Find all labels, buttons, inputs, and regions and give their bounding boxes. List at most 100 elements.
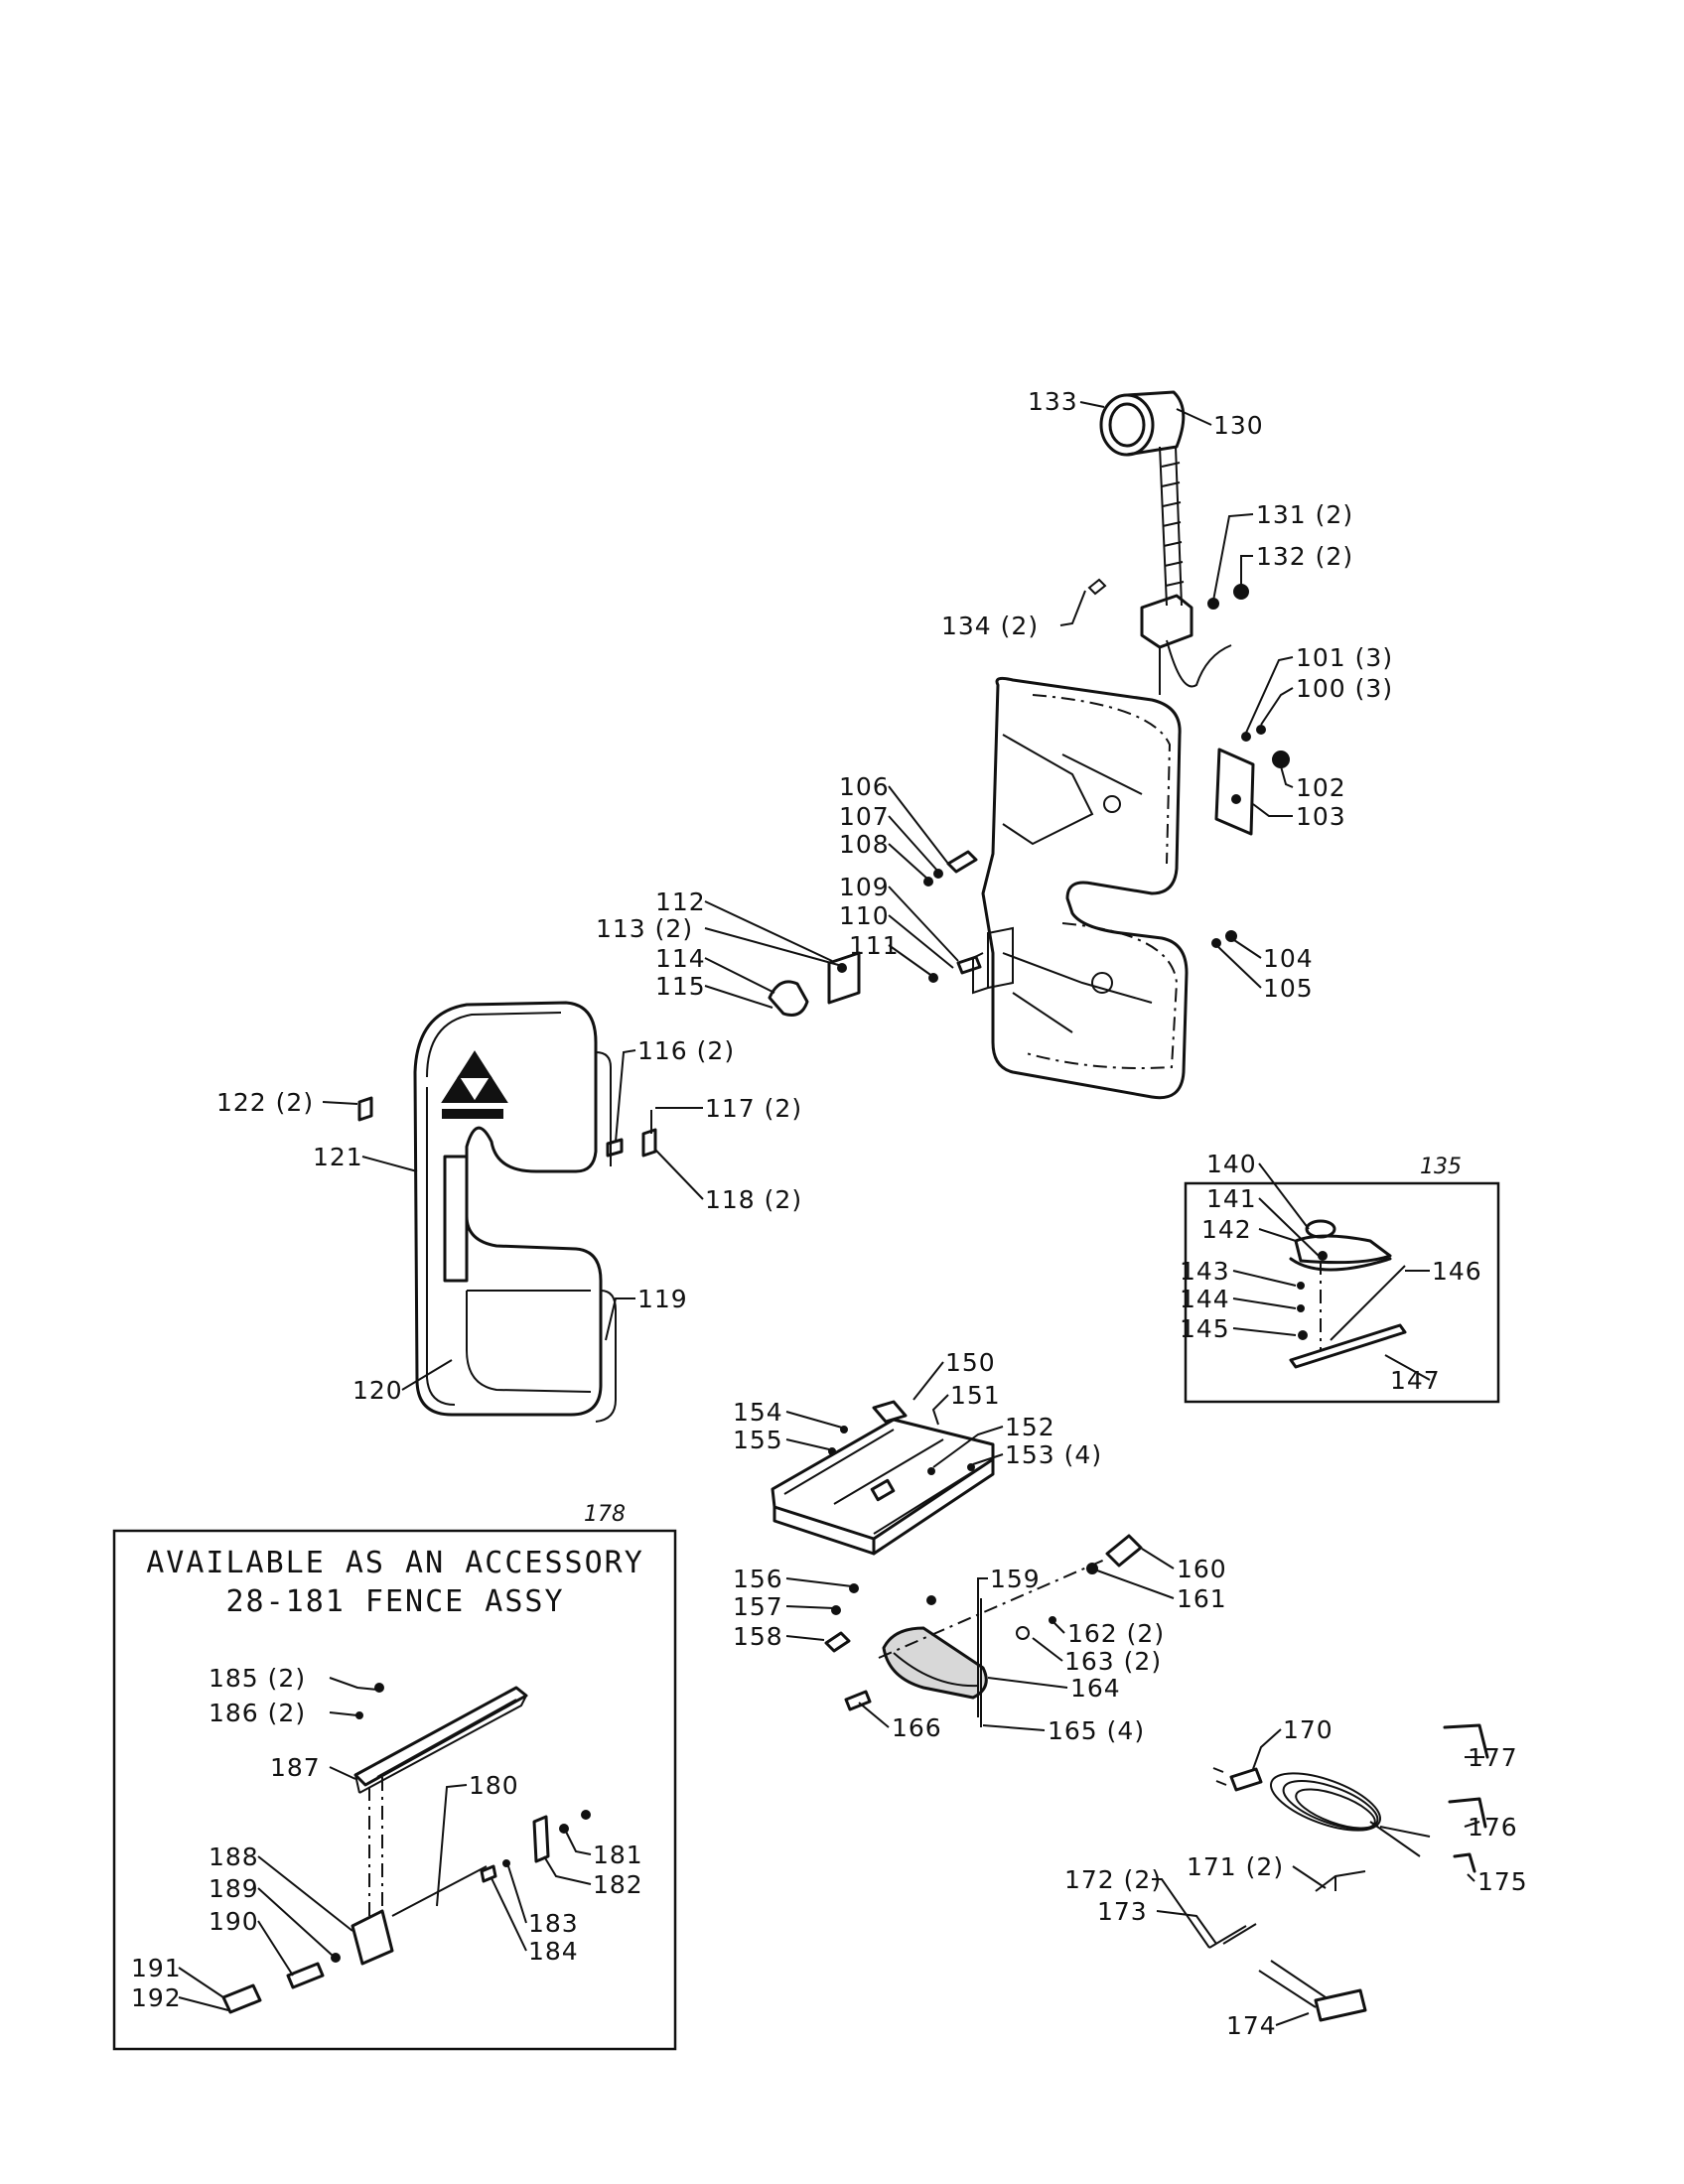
label-110: 110 (839, 901, 890, 930)
part-163 (1016, 1626, 1030, 1640)
accessory-title-line2: 28-181 FENCE ASSY (225, 1584, 564, 1619)
part-142-top (1294, 1234, 1392, 1265)
label-107: 107 (839, 802, 890, 831)
label-119: 119 (637, 1285, 688, 1313)
part-141 (1318, 1251, 1328, 1261)
cord-coil-1 (1269, 1772, 1382, 1832)
label-177: 177 (1468, 1743, 1518, 1772)
label-120: 120 (352, 1376, 403, 1405)
lamp-clip (1087, 578, 1107, 596)
part-189 (331, 1953, 341, 1963)
plate-washer (1256, 725, 1266, 735)
cord-ends (1369, 1821, 1431, 1857)
part-158 (824, 1631, 851, 1653)
switch-knob (1272, 751, 1290, 768)
label-190: 190 (209, 1907, 259, 1936)
label-143: 143 (1180, 1257, 1230, 1286)
label-185: 185 (2) (209, 1664, 306, 1693)
frame-outline (981, 676, 1189, 1100)
part-183 (502, 1859, 510, 1867)
label-155: 155 (733, 1426, 783, 1454)
label-159: 159 (990, 1565, 1041, 1593)
label-131: 131 (2) (1256, 500, 1353, 529)
part-108 (923, 877, 933, 887)
label-140: 140 (1206, 1150, 1257, 1178)
label-163: 163 (2) (1064, 1647, 1162, 1676)
part-174-block (1314, 1988, 1367, 2022)
frame-boss-1 (1103, 795, 1121, 813)
label-160: 160 (1177, 1555, 1227, 1583)
cord-coil-3 (1295, 1788, 1376, 1830)
saw-frame (972, 676, 1189, 1100)
label-106: 106 (839, 772, 890, 801)
logo-bar (442, 1109, 503, 1119)
part-150 (872, 1400, 908, 1424)
part-labels: 133 130 131 (2) 132 (2) 134 (2) 101 (3) … (131, 387, 1528, 2040)
label-164: 164 (1070, 1674, 1121, 1703)
part-171 (1315, 1870, 1366, 1892)
part-146 (1330, 1265, 1406, 1341)
label-192: 192 (131, 1983, 182, 2012)
label-175: 175 (1477, 1867, 1528, 1896)
label-117: 117 (2) (705, 1094, 802, 1123)
part-107 (933, 869, 943, 879)
label-191: 191 (131, 1954, 182, 1982)
label-108: 108 (839, 830, 890, 859)
plate-hole (1231, 794, 1241, 804)
switch-plate-group (1214, 725, 1290, 836)
label-184: 184 (528, 1937, 579, 1966)
light-kit-box: 135 (1184, 1155, 1500, 1404)
part-118 (641, 1128, 657, 1158)
cover-rim (595, 1051, 617, 1423)
lamp-bracket (1140, 594, 1193, 649)
label-121: 121 (313, 1143, 363, 1171)
accessory-ref: 178 (584, 1502, 626, 1527)
label-111: 111 (849, 931, 900, 960)
label-103: 103 (1296, 802, 1346, 831)
label-150: 150 (945, 1348, 996, 1377)
label-133: 133 (1028, 387, 1078, 416)
lamp-cord (1166, 639, 1232, 688)
part-176-wrench (1448, 1797, 1487, 1829)
cover-outline (413, 1001, 603, 1417)
label-145: 145 (1180, 1314, 1230, 1343)
part-166 (844, 1690, 872, 1711)
logo-triangle-1 (457, 1050, 492, 1078)
part-177-wrench (1443, 1723, 1489, 1759)
label-114: 114 (655, 944, 706, 973)
part-147 (1289, 1323, 1407, 1369)
accessory-box: 178 AVAILABLE AS AN ACCESSORY 28-181 FEN… (112, 1502, 677, 2051)
label-154: 154 (733, 1398, 783, 1427)
wheel-cover (357, 1001, 657, 1423)
part-144 (1297, 1304, 1305, 1312)
table-lock-axis (878, 1558, 1108, 1659)
label-156: 156 (733, 1565, 783, 1593)
part-145 (1298, 1330, 1308, 1340)
label-132: 132 (2) (1256, 542, 1353, 571)
table-edge (872, 1457, 995, 1556)
part-175-wrench (1453, 1852, 1476, 1873)
part-143 (1297, 1282, 1305, 1290)
label-100: 100 (3) (1296, 674, 1393, 703)
label-118: 118 (2) (705, 1185, 802, 1214)
part-110 (956, 955, 982, 975)
part-116 (606, 1138, 624, 1158)
cover-lower-panel (466, 1290, 592, 1393)
leader-lines (178, 401, 1484, 2026)
label-130: 130 (1213, 411, 1264, 440)
plate-screw (1241, 732, 1251, 742)
label-180: 180 (469, 1771, 519, 1800)
label-158: 158 (733, 1622, 783, 1651)
label-188: 188 (209, 1843, 259, 1871)
label-122: 122 (2) (216, 1088, 314, 1117)
label-186: 186 (2) (209, 1699, 306, 1727)
part-180-rod (391, 1865, 488, 1917)
label-165: 165 (4) (1048, 1716, 1145, 1745)
label-115: 115 (655, 972, 706, 1001)
part-161 (1086, 1563, 1098, 1574)
part-182 (532, 1815, 550, 1863)
accessory-title-line1: AVAILABLE AS AN ACCESSORY (146, 1546, 644, 1580)
label-174: 174 (1226, 2011, 1277, 2040)
part-181-b (581, 1810, 591, 1820)
fence-rail-face (354, 1695, 527, 1794)
